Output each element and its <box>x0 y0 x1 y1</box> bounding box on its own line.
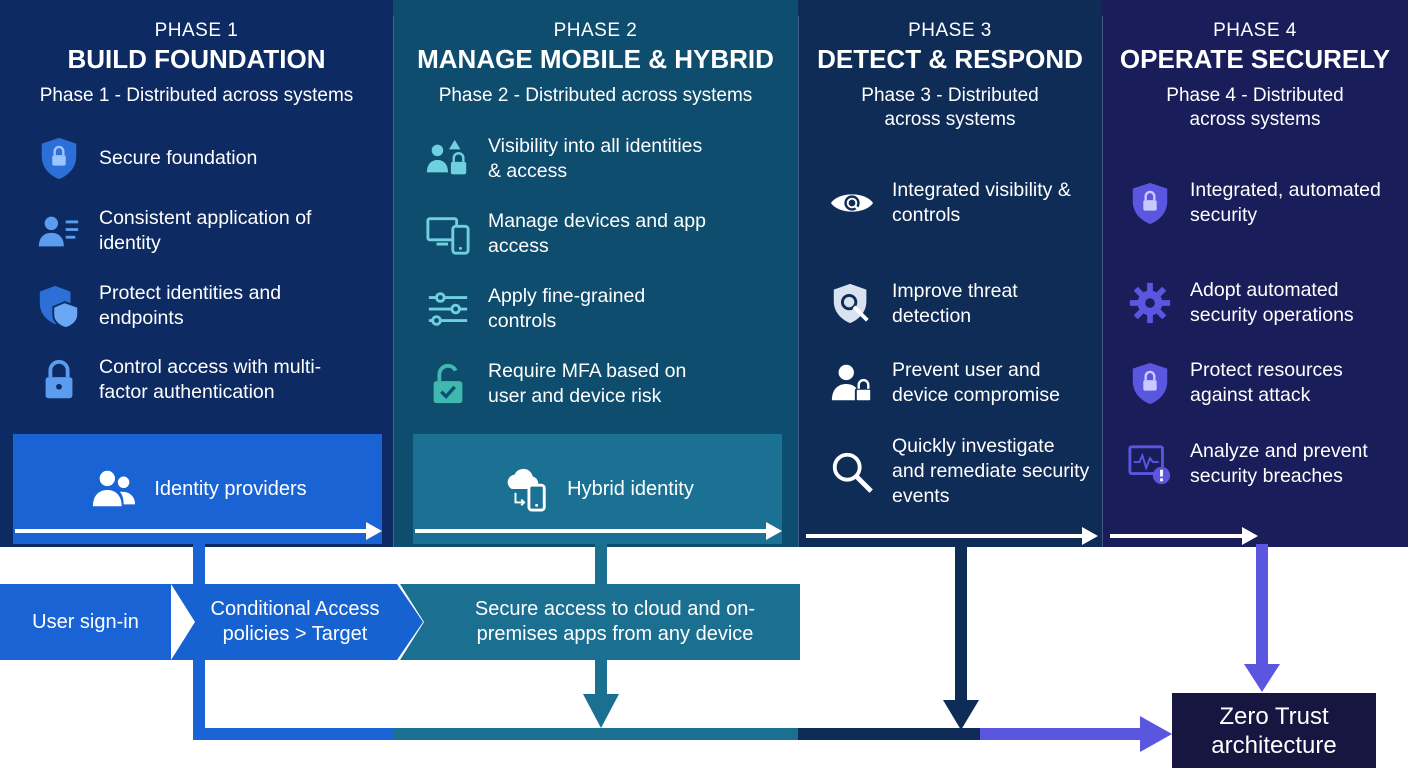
phase-4-item: Adopt automated security operations <box>1124 277 1400 329</box>
phase-1-item-text: Secure foundation <box>99 146 258 169</box>
phase-3-subtitle: Phase 3 - Distributed across systems <box>861 85 1039 130</box>
band-label: Identity providers <box>154 477 307 500</box>
column-divider <box>798 16 799 547</box>
eye-search-icon <box>826 177 878 229</box>
column-divider <box>393 16 394 547</box>
phase-3-item-text: Prevent user and device compromise <box>892 359 1060 406</box>
band-label: Hybrid identity <box>567 477 694 500</box>
padlock-icon <box>33 354 85 406</box>
phase-2-item: Visibility into all identities & access <box>422 133 718 185</box>
phase-4-item-text: Integrated, automated security <box>1190 179 1381 226</box>
phase-1-title: BUILD FOUNDATION <box>67 44 326 74</box>
phase-2-item-text: Apply fine-grained controls <box>488 285 646 332</box>
flow-step-label: User sign-in <box>32 610 139 633</box>
phase-1-item: Protect identities and endpoints <box>33 280 329 332</box>
phase-3-item-text: Improve threat detection <box>892 280 1018 327</box>
phase-2-title: MANAGE MOBILE & HYBRID <box>417 44 774 74</box>
phase-4-subtitle: Phase 4 - Distributed across systems <box>1166 85 1344 130</box>
phase-4-title: OPERATE SECURELY <box>1119 44 1391 74</box>
phase-3-item: Quickly investigate and remediate securi… <box>826 434 1092 509</box>
phase-4-item: Protect resources against attack <box>1124 357 1400 409</box>
conditional-access-step: Conditional Access policies > Target <box>171 584 423 660</box>
zero-trust-target: Zero Trust architecture <box>1172 693 1376 768</box>
phase-4-item: Analyze and prevent security breaches <box>1124 438 1400 490</box>
phase-2-item: Require MFA based on user and device ris… <box>422 358 728 410</box>
devices-icon <box>422 208 474 260</box>
user-list-icon <box>33 205 85 257</box>
phase-1-item-text: Control access with multi-factor authent… <box>99 356 322 403</box>
magnifier-icon <box>826 446 878 498</box>
phase-1-item: Consistent application of identity <box>33 205 329 257</box>
phase-2-label: PHASE 2 <box>553 20 638 41</box>
user-lock-icon <box>826 357 878 409</box>
phase-3-label: PHASE 3 <box>908 20 992 41</box>
phase-2-item-text: Manage devices and app access <box>488 210 706 257</box>
secure-access-step: Secure access to cloud and on-premises a… <box>400 584 800 660</box>
users-icon <box>88 463 140 515</box>
identity-providers-band: Identity providers <box>13 434 382 544</box>
phase-3-title: DETECT & RESPOND <box>817 44 1083 74</box>
shield-lock-icon <box>33 132 85 184</box>
gear-icon <box>1124 277 1176 329</box>
phase-4-item-text: Adopt automated security operations <box>1190 279 1354 326</box>
shield-double-icon <box>33 280 85 332</box>
phase-3-item: Prevent user and device compromise <box>826 357 1092 409</box>
phase-1-item: Secure foundation <box>33 132 329 184</box>
phase-4-item-text: Analyze and prevent security breaches <box>1190 440 1368 487</box>
shield-lock-icon <box>1124 357 1176 409</box>
phase-3-item-text: Integrated visibility & controls <box>892 179 1071 226</box>
shield-lock-icon <box>1124 177 1176 229</box>
phase-3-column: PHASE 3 DETECT & RESPOND Phase 3 - Distr… <box>798 0 1102 547</box>
target-label: Zero Trust architecture <box>1211 702 1337 759</box>
phase-2-item-text: Require MFA based on user and device ris… <box>488 360 687 407</box>
flow-step-label: Conditional Access policies > Target <box>210 598 380 645</box>
phase-4-item: Integrated, automated security <box>1124 177 1400 229</box>
phase-2-subtitle: Phase 2 - Distributed across systems <box>438 85 753 106</box>
phase-1-item-text: Consistent application of identity <box>99 207 312 254</box>
hybrid-identity-band: Hybrid identity <box>413 434 782 544</box>
phase-1-item-text: Protect identities and endpoints <box>99 282 282 329</box>
phase-4-column: PHASE 4 OPERATE SECURELY Phase 4 - Distr… <box>1102 0 1408 547</box>
phase-1-item: Control access with multi-factor authent… <box>33 354 369 406</box>
user-sign-in-step: User sign-in <box>0 584 171 660</box>
shield-search-icon <box>826 278 878 330</box>
monitor-alert-icon <box>1124 438 1176 490</box>
phase-2-item-text: Visibility into all identities & access <box>488 135 703 182</box>
phase-2-item: Apply fine-grained controls <box>422 283 718 335</box>
phase-3-item: Improve threat detection <box>826 278 1092 330</box>
unlock-check-icon <box>422 358 474 410</box>
phase-4-item-text: Protect resources against attack <box>1190 359 1343 406</box>
users-lock-icon <box>422 133 474 185</box>
phase-3-item-text: Quickly investigate and remediate securi… <box>892 435 1090 507</box>
sliders-icon <box>422 283 474 335</box>
phase-1-subtitle: Phase 1 - Distributed across systems <box>39 85 354 106</box>
phase-2-item: Manage devices and app access <box>422 208 718 260</box>
cloud-device-icon <box>501 463 553 515</box>
phase-1-label: PHASE 1 <box>154 20 239 41</box>
flow-step-label: Secure access to cloud and on-premises a… <box>474 598 756 645</box>
phase-3-item: Integrated visibility & controls <box>826 177 1092 229</box>
phase-4-label: PHASE 4 <box>1213 20 1297 41</box>
column-divider <box>1102 16 1103 547</box>
